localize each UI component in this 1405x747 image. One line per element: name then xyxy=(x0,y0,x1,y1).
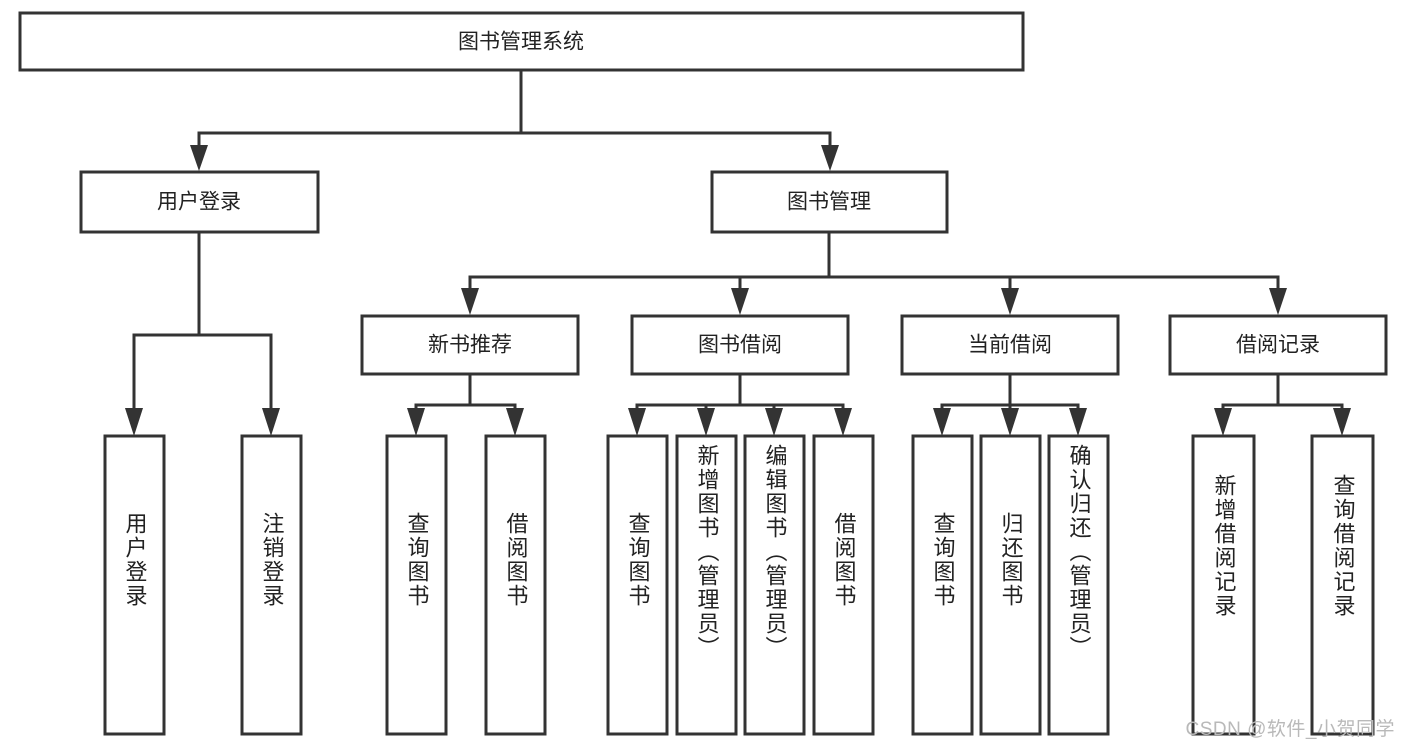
node-box-leaf-borrow-book-2[interactable] xyxy=(812,434,875,736)
node-box-new-book-recommend[interactable] xyxy=(360,314,580,376)
arrow-head-leaf-query-book-1 xyxy=(407,408,425,436)
arrow-head-leaf-return-book xyxy=(1001,408,1019,436)
node-box-root[interactable] xyxy=(18,11,1025,72)
node-box-leaf-user-login[interactable] xyxy=(103,434,166,736)
arrow-head-leaf-confirm-return xyxy=(1069,408,1087,436)
node-box-leaf-edit-book[interactable] xyxy=(743,434,806,736)
node-box-leaf-borrow-book-1[interactable] xyxy=(484,434,547,736)
node-box-borrow-record[interactable] xyxy=(1168,314,1388,376)
node-label-user-login: 用户登录 xyxy=(157,191,241,214)
arrow-head-borrow-record xyxy=(1269,288,1287,315)
node-box-leaf-query-book-3[interactable] xyxy=(911,434,974,736)
node-label-root: 图书管理系统 xyxy=(458,31,584,54)
arrow-head-leaf-add-book xyxy=(697,408,715,436)
node-label-current-borrow: 当前借阅 xyxy=(968,334,1052,357)
arrow-head-leaf-borrow-book-2 xyxy=(834,408,852,436)
node-box-book-borrow[interactable] xyxy=(630,314,850,376)
arrow-head-leaf-query-book-2 xyxy=(628,408,646,436)
arrow-head-leaf-borrow-book-1 xyxy=(506,408,524,436)
node-box-leaf-confirm-return[interactable] xyxy=(1047,434,1110,736)
arrow-head-book-manage xyxy=(821,145,839,171)
node-box-leaf-add-book[interactable] xyxy=(675,434,738,736)
node-box-leaf-query-book-1[interactable] xyxy=(385,434,448,736)
arrow-head-leaf-query-book-3 xyxy=(933,408,951,436)
arrow-head-current-borrow xyxy=(1001,288,1019,315)
arrow-head-leaf-edit-book xyxy=(765,408,783,436)
arrow-head-new-book-recommend xyxy=(461,288,479,315)
node-label-new-book-recommend: 新书推荐 xyxy=(428,334,512,357)
arrow-head-leaf-add-record xyxy=(1214,408,1232,436)
node-box-current-borrow[interactable] xyxy=(900,314,1120,376)
node-label-book-manage: 图书管理 xyxy=(787,191,871,214)
node-box-leaf-logout[interactable] xyxy=(240,434,303,736)
arrow-head-leaf-user-login xyxy=(125,408,143,436)
node-box-leaf-query-book-2[interactable] xyxy=(606,434,669,736)
node-box-leaf-add-record[interactable] xyxy=(1191,434,1256,736)
arrow-head-user-login xyxy=(190,145,208,171)
node-label-book-borrow: 图书借阅 xyxy=(698,334,782,357)
node-box-leaf-query-record[interactable] xyxy=(1310,434,1375,736)
csdn-watermark: CSDN @软件_小贺同学 xyxy=(1185,719,1395,740)
arrow-head-book-borrow xyxy=(731,288,749,315)
node-box-leaf-return-book[interactable] xyxy=(979,434,1042,736)
arrow-head-leaf-logout xyxy=(262,408,280,436)
node-box-book-manage[interactable] xyxy=(710,170,949,234)
node-label-borrow-record: 借阅记录 xyxy=(1236,334,1320,357)
arrow-head-leaf-query-record xyxy=(1333,408,1351,436)
